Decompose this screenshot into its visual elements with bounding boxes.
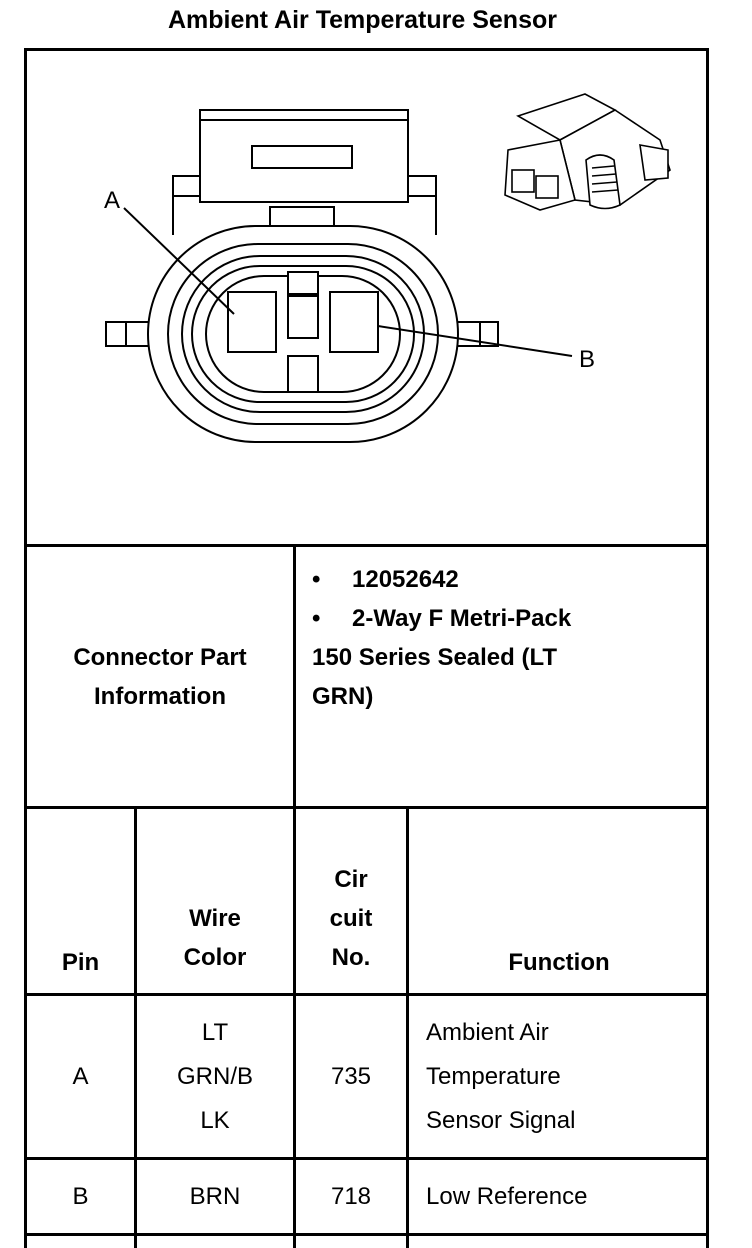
row-b-circuit: 718 <box>330 1182 372 1210</box>
row-a-function: Ambient Air Temperature Sensor Signal <box>426 1018 576 1134</box>
header-wire-color: Wire Color <box>183 905 247 971</box>
connector-3d-icon <box>504 93 671 211</box>
row-a-pin: A <box>72 1062 89 1090</box>
bullet-icon: • <box>312 566 321 593</box>
part-info-label: Connector Part Information <box>27 547 293 806</box>
connector-description-line1: 2-Way F Metri-Pack <box>352 605 572 632</box>
divider-col-pin <box>134 806 137 1248</box>
row-b-wire-color: BRN <box>189 1182 241 1210</box>
header-circuit-no: Cir cuit No. <box>329 866 373 971</box>
row-b-pin: B <box>72 1182 89 1210</box>
part-info-label-line1: Connector Part <box>73 643 247 671</box>
part-info-label-line2: Information <box>94 682 226 710</box>
page-title: Ambient Air Temperature Sensor <box>168 6 557 34</box>
connector-face-icon <box>105 93 671 443</box>
row-b-function: Low Reference <box>426 1182 588 1210</box>
divider-part-info <box>24 806 709 809</box>
row-a-wire-color: LT GRN/B LK <box>176 1018 253 1134</box>
part-number: 12052642 <box>352 566 459 593</box>
divider-row-b <box>24 1233 709 1236</box>
header-pin: Pin <box>61 949 100 976</box>
divider-row-a <box>24 1157 709 1160</box>
connector-description-line2: 150 Series Sealed (LT <box>312 644 558 671</box>
divider-header <box>24 993 709 996</box>
pin-a-callout: A <box>104 187 121 214</box>
divider-col-part <box>293 544 296 1248</box>
pin-b-callout: B <box>579 346 596 373</box>
connector-table-frame <box>24 48 709 1248</box>
row-a-circuit: 735 <box>330 1062 372 1090</box>
part-info-details: • 12052642 • 2-Way F Metri-Pack 150 Seri… <box>312 560 702 716</box>
bullet-icon: • <box>312 605 321 632</box>
divider-col-circuit <box>406 806 409 1248</box>
connector-description-line3: GRN) <box>312 683 374 710</box>
divider-diagram <box>24 544 709 547</box>
header-function: Function <box>508 949 610 976</box>
